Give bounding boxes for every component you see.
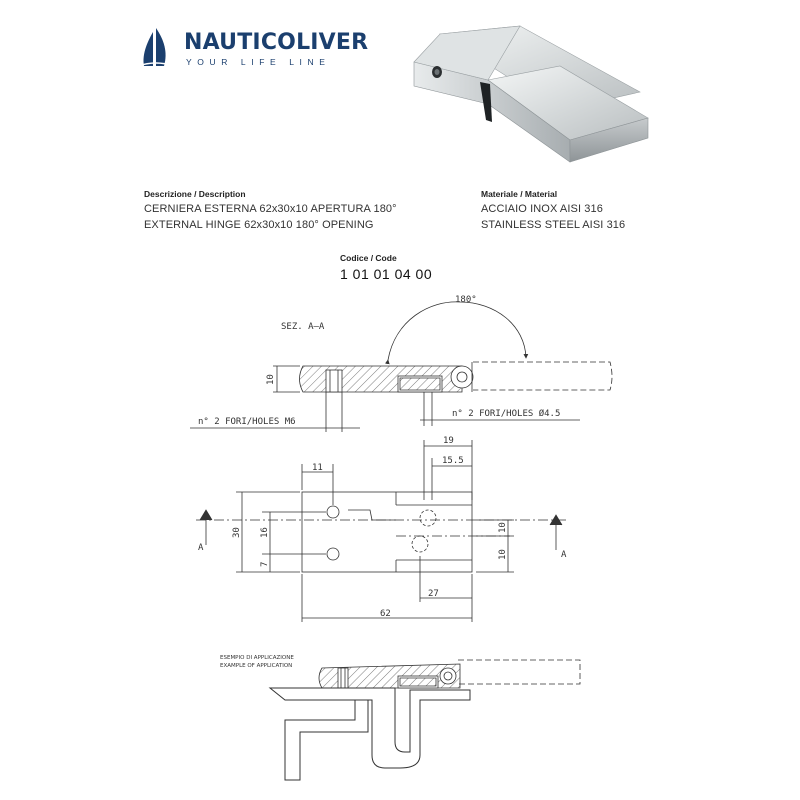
sail-logo-icon <box>137 28 175 67</box>
material-en: STAINLESS STEEL AISI 316 <box>481 219 626 231</box>
brand-name: NAUTICOLIVER <box>184 30 369 55</box>
material-it: ACCIAIO INOX AISI 316 <box>481 203 603 215</box>
dim-27: 27 <box>428 589 439 599</box>
material-label: Materiale / Material <box>481 189 558 199</box>
section-mark-left: A <box>198 543 204 553</box>
description-it: CERNIERA ESTERNA 62x30x10 APERTURA 180° <box>144 203 397 215</box>
brand-tagline: YOUR LIFE LINE <box>186 57 331 67</box>
dim-10-b: 10 <box>498 549 508 560</box>
description-en: EXTERNAL HINGE 62x30x10 180° OPENING <box>144 219 374 231</box>
dim-15-5: 15.5 <box>442 456 464 466</box>
dim-10-a: 10 <box>498 522 508 533</box>
code-value: 1 01 01 04 00 <box>340 266 433 282</box>
example-label-en: EXAMPLE OF APPLICATION <box>220 663 292 669</box>
example-label-it: ESEMPIO DI APPLICAZIONE <box>220 655 294 661</box>
angle-label: 180° <box>455 295 477 305</box>
holes-45-label: n° 2 FORI/HOLES Ø4.5 <box>452 408 560 419</box>
brand-logo: NAUTICOLIVER YOUR LIFE LINE <box>134 26 368 70</box>
section-title: SEZ. A—A <box>281 322 325 332</box>
dim-62: 62 <box>380 609 391 619</box>
section-mark-right: A <box>561 550 567 560</box>
code-label: Codice / Code <box>340 253 397 263</box>
dim-7: 7 <box>260 562 270 567</box>
dim-16: 16 <box>260 527 270 538</box>
holes-m6-label: n° 2 FORI/HOLES M6 <box>198 417 296 427</box>
dim-11: 11 <box>312 463 323 473</box>
thickness-dim: 10 <box>266 374 276 385</box>
description-label: Descrizione / Description <box>144 189 246 199</box>
dim-19: 19 <box>443 436 454 446</box>
hinge-photo <box>413 25 649 163</box>
dim-30: 30 <box>232 527 242 538</box>
